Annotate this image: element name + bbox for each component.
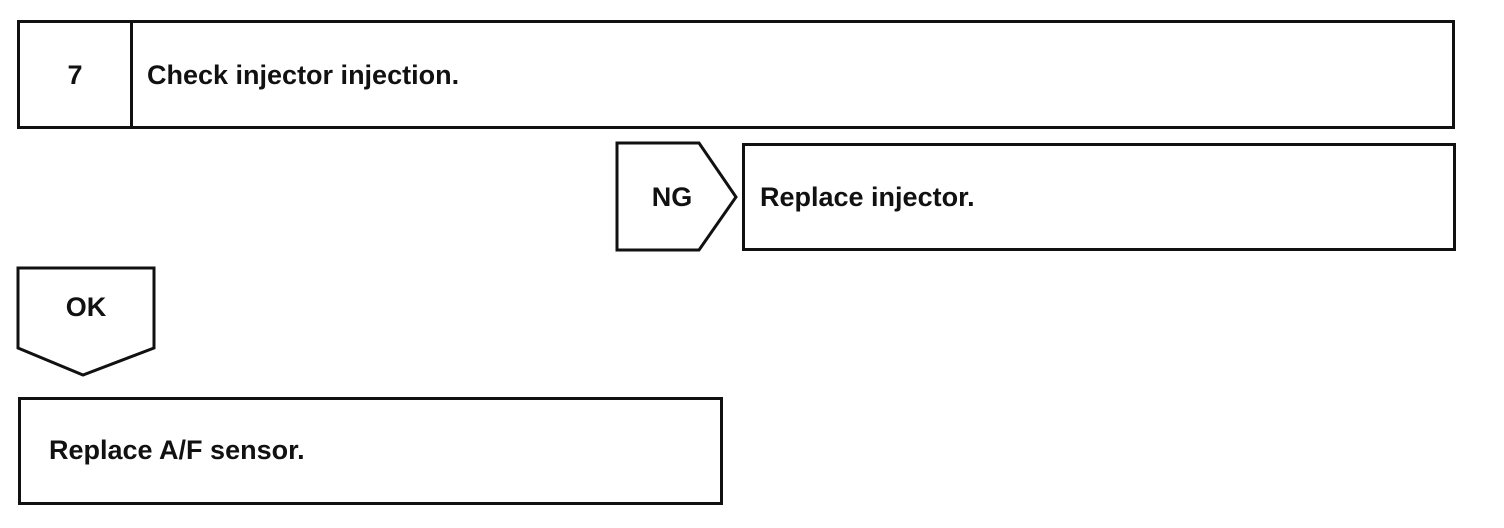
ng-arrow-tag-outline xyxy=(615,141,738,252)
ng-result-box xyxy=(742,143,1456,251)
ok-arrow-tag-outline xyxy=(16,266,156,377)
ng-label: NG xyxy=(651,182,693,212)
ok-label: OK xyxy=(65,292,107,322)
step-title: Check injector injection. xyxy=(147,60,460,90)
ok-result-text: Replace A/F sensor. xyxy=(49,435,305,465)
ng-result-text: Replace injector. xyxy=(760,182,975,212)
step-number: 7 xyxy=(67,60,83,90)
step-divider xyxy=(130,20,133,129)
ok-result-box xyxy=(18,397,723,505)
step-box xyxy=(17,20,1455,129)
